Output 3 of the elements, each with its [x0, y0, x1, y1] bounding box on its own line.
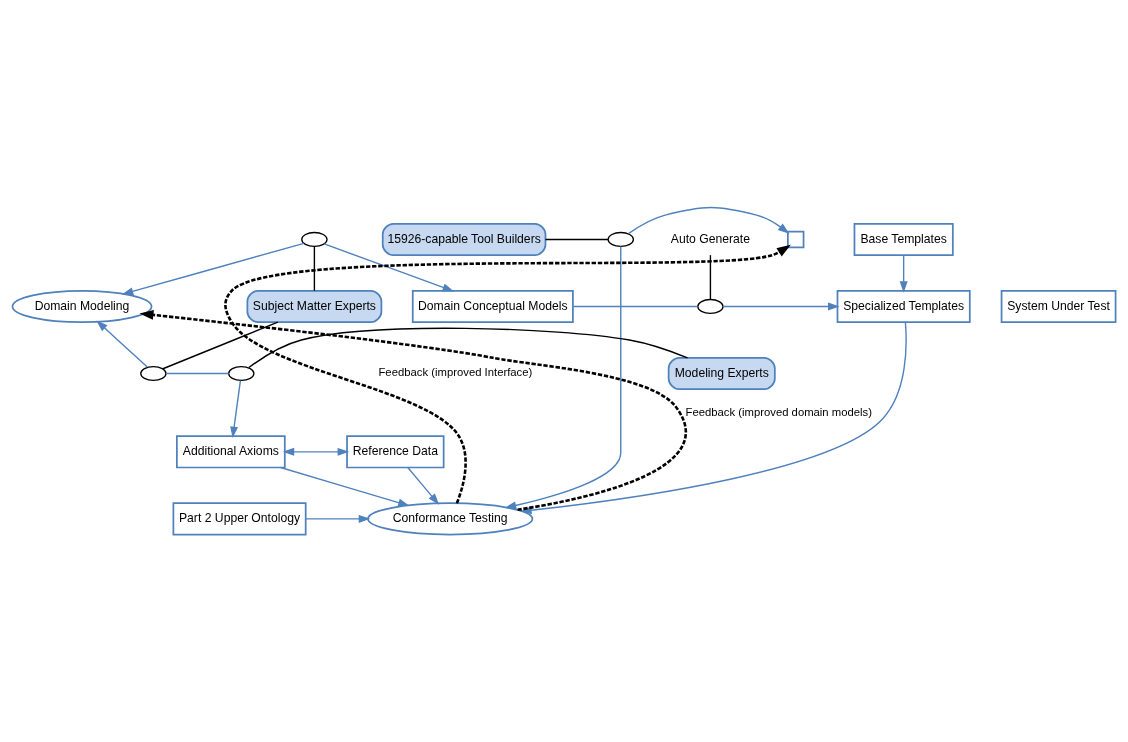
node-text: Auto Generate [670, 231, 750, 246]
edge-label: Feedback (improved domain models) [685, 405, 872, 418]
edge-label: Feedback (improved Interface) [378, 366, 533, 379]
